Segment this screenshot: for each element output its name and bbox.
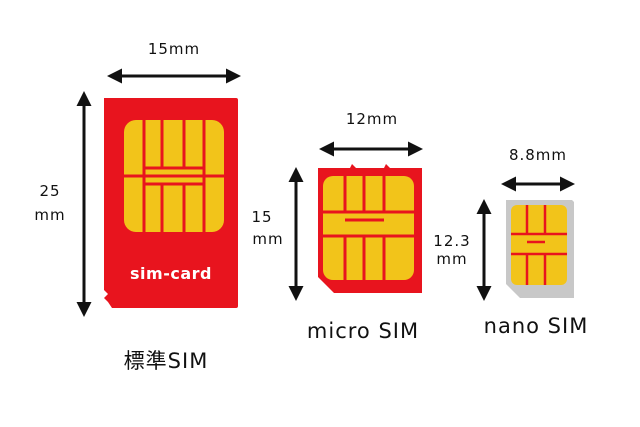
micro-sim-chip <box>323 176 414 280</box>
standard-sim-name: 標準SIM <box>124 349 209 373</box>
micro-height-label-value: 15 <box>251 208 272 226</box>
standard-sim-chip <box>124 120 224 232</box>
standard-sim-brand: sim-card <box>130 264 212 283</box>
nano-height-label-value: 12.3 <box>433 232 470 250</box>
nano-width-label: 8.8mm <box>509 146 567 164</box>
standard-sim-group: 15mm 25 mm sim-card 標準SIM <box>34 40 241 373</box>
nano-height-label-unit: mm <box>436 250 467 268</box>
micro-sim-group: 12mm 15 mm micro SIM <box>251 110 423 343</box>
micro-height-label-unit: mm <box>252 230 283 248</box>
nano-sim-chip <box>511 205 567 285</box>
nano-sim-name: nano SIM <box>484 314 589 338</box>
standard-width-label: 15mm <box>148 40 200 58</box>
standard-height-label-unit: mm <box>34 206 65 224</box>
micro-width-label: 12mm <box>346 110 398 128</box>
standard-height-label-value: 25 <box>39 182 60 200</box>
nano-sim-group: 8.8mm 12.3 mm nano SIM <box>433 146 589 338</box>
micro-sim-name: micro SIM <box>307 319 419 343</box>
